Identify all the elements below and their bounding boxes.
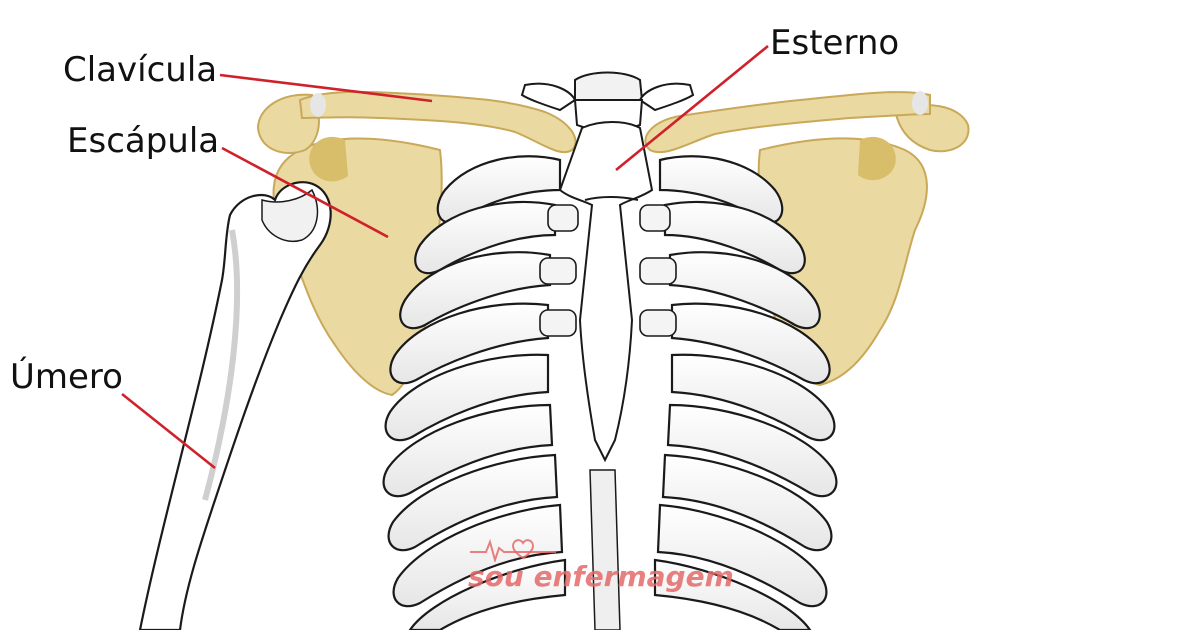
- humerus: [138, 181, 332, 630]
- clavicle-right: [644, 91, 931, 154]
- ribs-right: [653, 155, 838, 630]
- clavicle-left: [298, 90, 577, 154]
- leader-line-esterno: [615, 44, 769, 172]
- ribs-left: [382, 155, 567, 630]
- label-escapula: Escápula: [67, 121, 220, 161]
- leader-line-umero: [121, 392, 216, 470]
- label-esterno: Esterno: [770, 23, 900, 63]
- leader-line-escapula: [221, 146, 389, 239]
- leader-line-clavicula: [219, 73, 433, 103]
- sternum: [558, 121, 654, 463]
- heart-pulse-icon: [470, 538, 556, 562]
- leader-lines: [121, 44, 769, 470]
- label-clavicula: Clavícula: [63, 50, 218, 90]
- watermark-text: sou enfermagem: [468, 560, 734, 593]
- label-umero: Úmero: [10, 357, 123, 397]
- watermark-logo: sou enfermagem: [468, 532, 738, 598]
